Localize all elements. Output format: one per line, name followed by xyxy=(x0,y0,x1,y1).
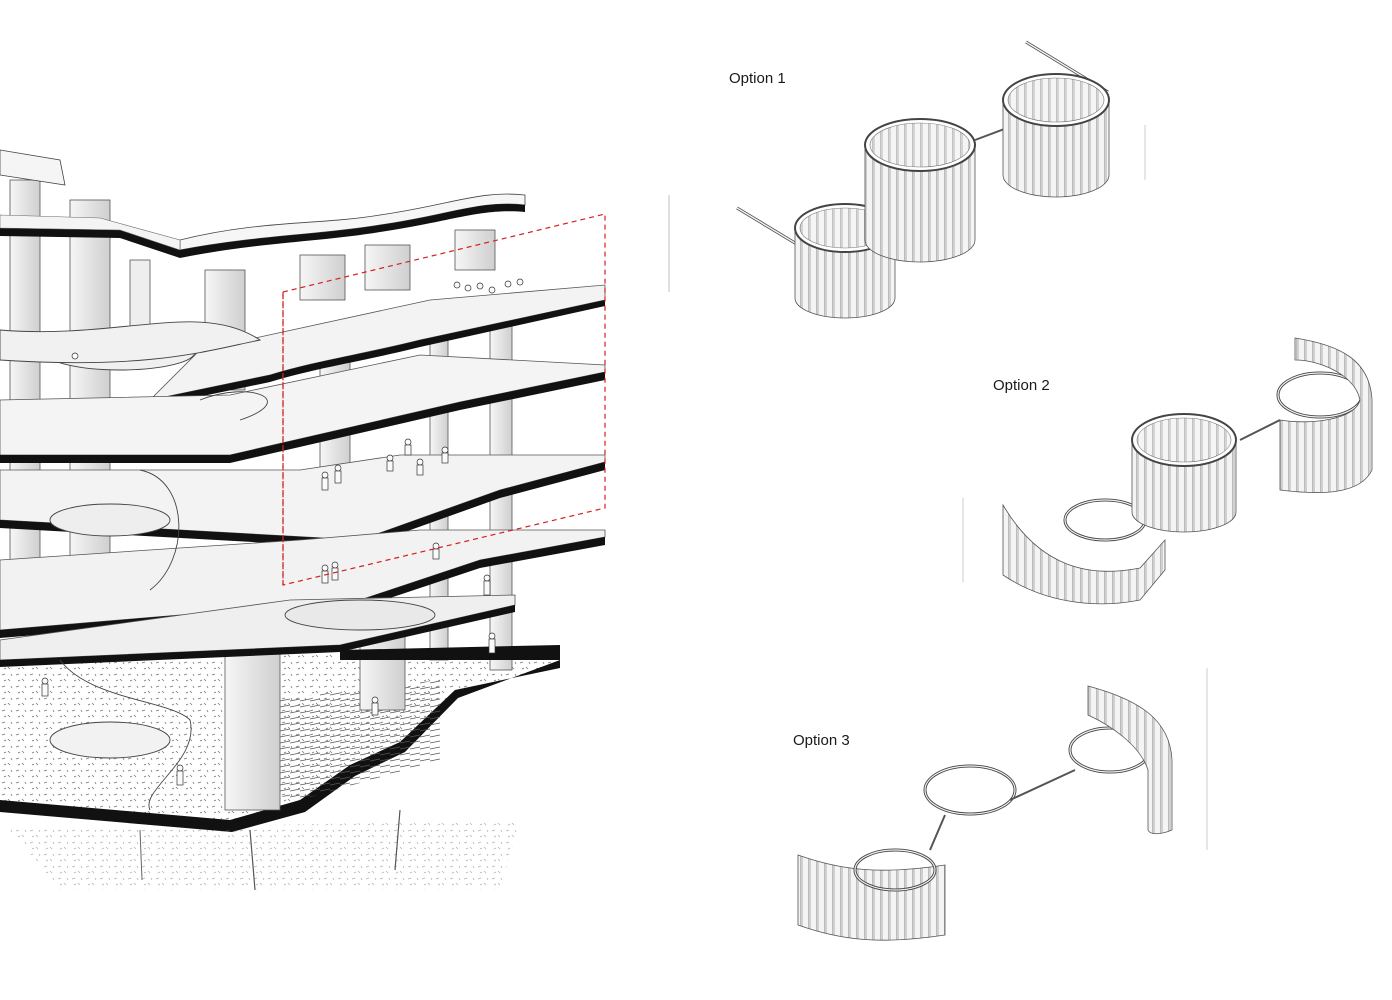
option-3-diagram xyxy=(797,685,1173,941)
floor-slab-4 xyxy=(148,284,606,407)
option-2-label: Option 2 xyxy=(993,377,1050,394)
option-3-label: Option 3 xyxy=(793,732,850,749)
roof-canopy xyxy=(0,149,526,258)
spiral-ramps xyxy=(0,321,436,811)
highlight-box xyxy=(282,213,606,586)
option-1-label: Option 1 xyxy=(729,70,786,87)
option-1-diagram xyxy=(736,40,1110,319)
people-figures xyxy=(41,278,524,786)
option-2-diagram xyxy=(1002,337,1373,605)
